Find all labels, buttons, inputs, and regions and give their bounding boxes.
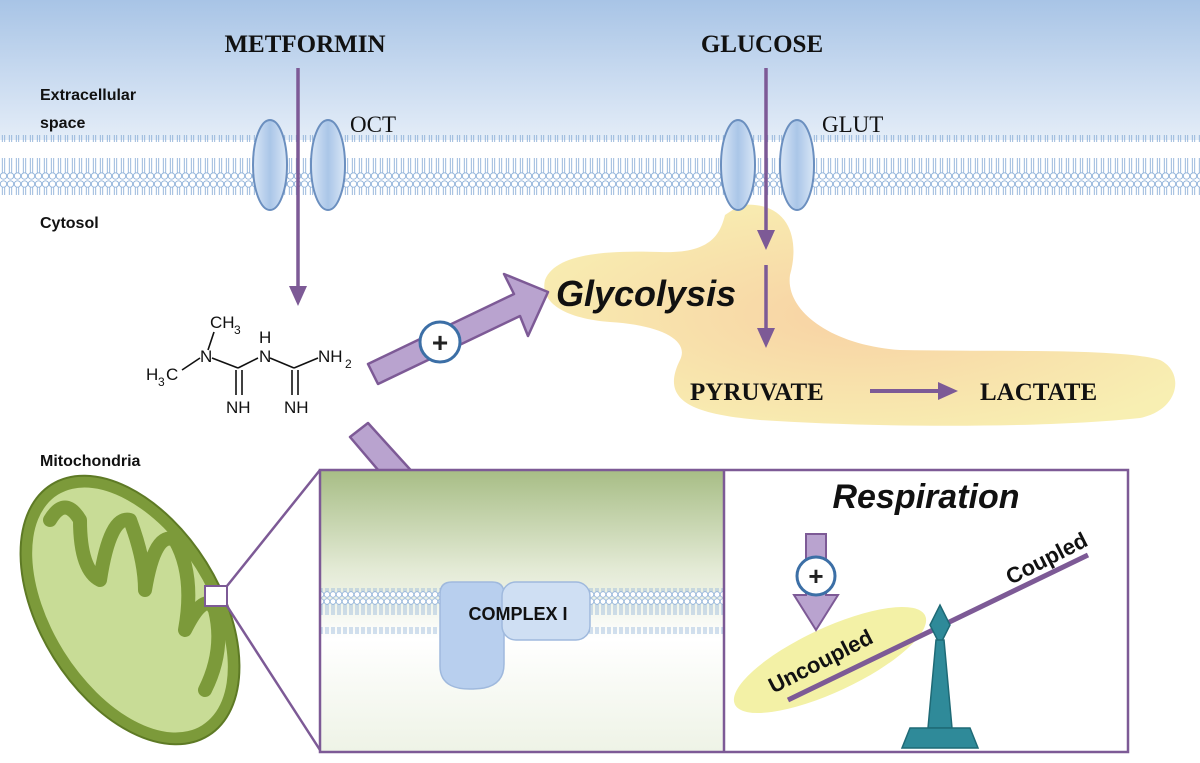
svg-text:C: C: [166, 365, 178, 384]
lactate-label: LACTATE: [980, 379, 1097, 406]
complex-i-label: COMPLEX I: [468, 604, 567, 624]
metformin-uptake-arrow: [289, 68, 307, 306]
uncoupled-highlight: [733, 606, 927, 714]
pyruvate-label: PYRUVATE: [690, 379, 824, 406]
glucose-label: GLUCOSE: [701, 31, 823, 58]
svg-text:NH: NH: [318, 347, 343, 366]
oct-transporter: [252, 119, 346, 211]
svg-text:3: 3: [158, 375, 165, 389]
respiration-panel: Respiration + Coupled Uncoupled: [724, 470, 1128, 752]
mito-membrane-panel: COMPLEX I: [320, 470, 724, 752]
extracellular-label: Extracellular: [40, 87, 136, 104]
svg-text:N: N: [200, 347, 212, 366]
metformin-atoms: CH 3 N H 3 C H N NH 2 NH NH: [146, 313, 352, 417]
respiration-title: Respiration: [832, 478, 1019, 516]
glycolysis-highlight: [544, 204, 1176, 426]
glut-label: GLUT: [822, 112, 883, 137]
svg-text:NH: NH: [226, 398, 251, 417]
glycolysis-label: Glycolysis: [556, 273, 736, 314]
extracellular-label-line2: space: [40, 115, 85, 132]
extracellular-region: [0, 0, 1200, 140]
zoom-origin-square: [204, 585, 228, 607]
metformin-label: METFORMIN: [224, 31, 385, 58]
glucose-uptake-arrow: [757, 68, 775, 348]
svg-text:2: 2: [345, 357, 352, 371]
balance-stand: [900, 603, 980, 749]
svg-text:3: 3: [234, 323, 241, 337]
svg-text:N: N: [259, 347, 271, 366]
uncoupling-stimulation-arrow: +: [792, 533, 840, 632]
svg-text:H: H: [146, 365, 158, 384]
cytosol-label: Cytosol: [40, 215, 99, 232]
oct-label: OCT: [350, 112, 396, 137]
mitochondria-label: Mitochondria: [40, 453, 141, 470]
svg-text:CH: CH: [210, 313, 235, 332]
glycolysis-stimulation-arrow: +: [366, 272, 550, 386]
plasma-membrane: [0, 135, 1200, 195]
glut-transporter: [720, 119, 815, 211]
plus-badge-respiration: [795, 555, 837, 597]
svg-text:NH: NH: [284, 398, 309, 417]
plus-badge-glycolysis: [418, 320, 462, 364]
svg-text:+: +: [432, 327, 448, 358]
complex-i-arm: [439, 581, 505, 690]
complex-i-membrane: [501, 581, 591, 641]
svg-text:H: H: [259, 328, 271, 347]
metformin-structure: [181, 331, 319, 395]
svg-text:+: +: [808, 561, 823, 591]
mitochondrion: [19, 469, 322, 751]
pyruvate-to-lactate-arrow: [870, 382, 958, 400]
